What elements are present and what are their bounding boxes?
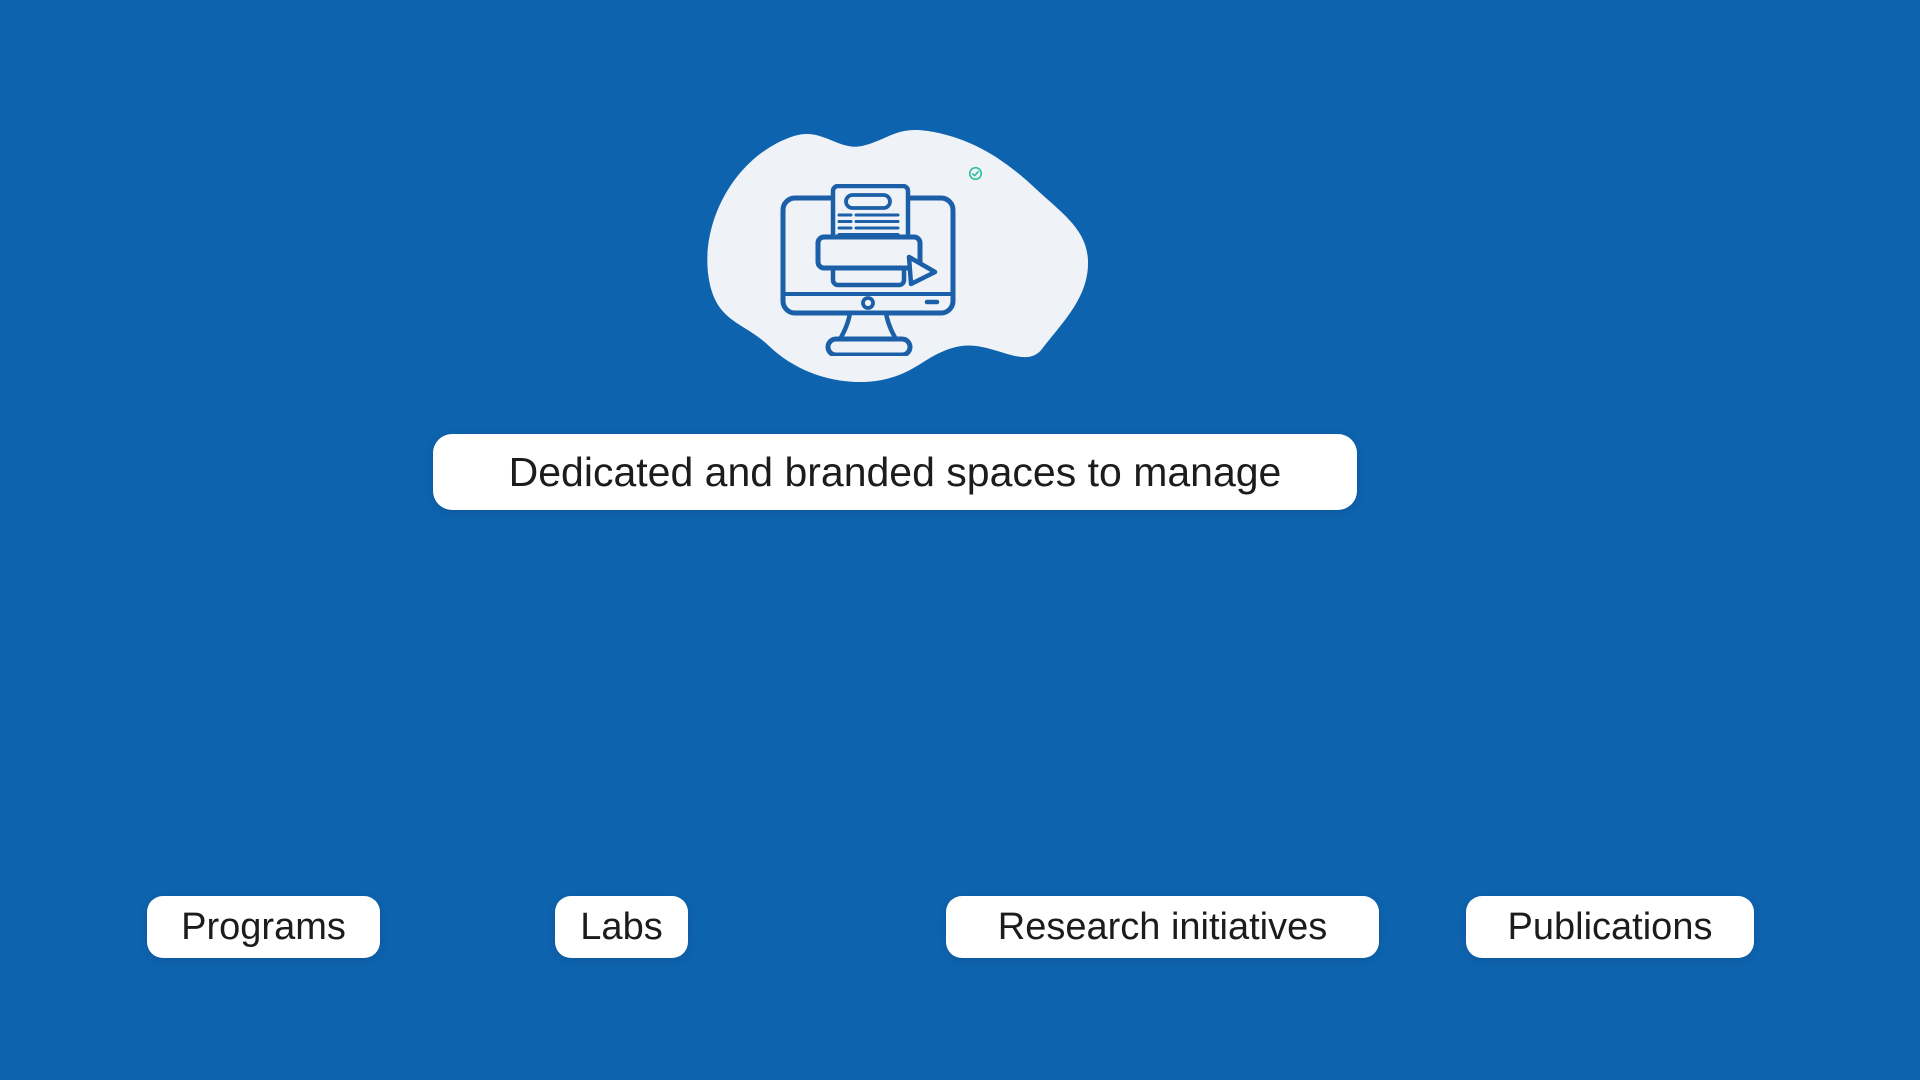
label-labs[interactable]: Labs bbox=[555, 896, 688, 958]
label-labs-text: Labs bbox=[580, 905, 663, 948]
caption-text: Dedicated and branded spaces to manage bbox=[508, 448, 1282, 495]
caption-pill: Dedicated and branded spaces to manage bbox=[433, 434, 1357, 510]
check-circle-icon bbox=[968, 166, 983, 181]
monitor-document-icon bbox=[780, 184, 956, 356]
label-programs[interactable]: Programs bbox=[147, 896, 380, 958]
label-research-initiatives[interactable]: Research initiatives bbox=[946, 896, 1379, 958]
illustration-blob bbox=[698, 123, 1090, 387]
label-programs-text: Programs bbox=[181, 905, 346, 948]
cursor-play-icon bbox=[906, 254, 938, 287]
label-research-initiatives-text: Research initiatives bbox=[997, 905, 1328, 948]
label-publications[interactable]: Publications bbox=[1466, 896, 1754, 958]
label-publications-text: Publications bbox=[1507, 905, 1713, 948]
